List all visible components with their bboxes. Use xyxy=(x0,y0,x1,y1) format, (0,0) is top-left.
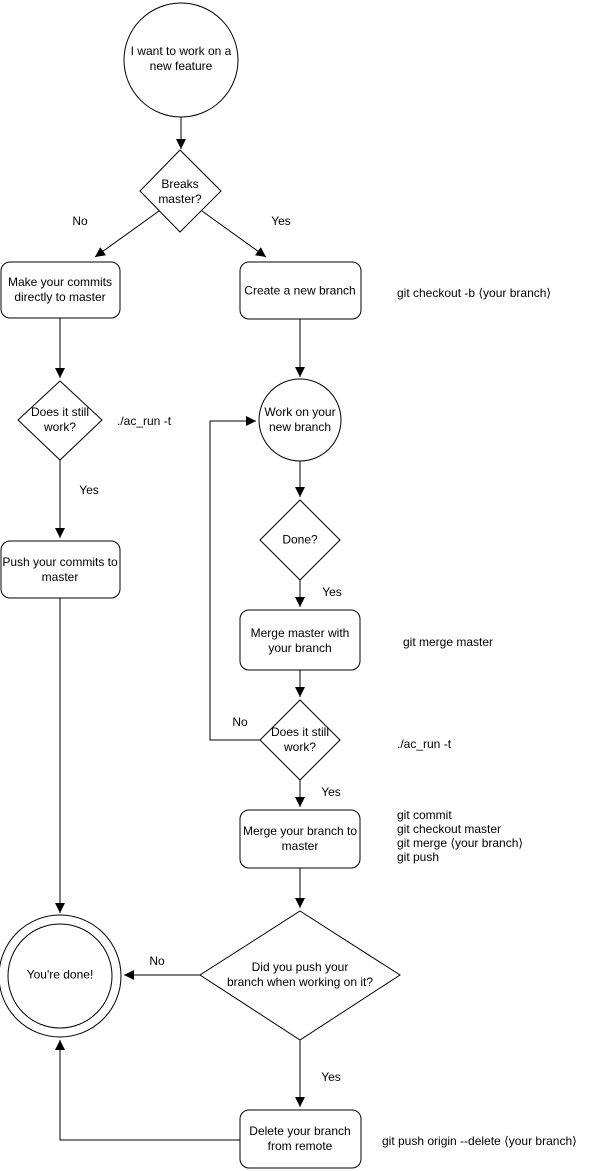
edge-breaks-yes-to-create-branch xyxy=(201,210,267,258)
edge-breaks-no-to-make-commits xyxy=(94,210,160,258)
edge-label-work-yes: Yes xyxy=(321,785,341,799)
does-work-left-label: Does it still work? xyxy=(30,405,89,434)
edge-label-loop-no: No xyxy=(232,715,248,729)
edge-label-push-yes: Yes xyxy=(321,1070,341,1084)
did-push-label: Did you push your branch when working on… xyxy=(226,960,374,989)
youre-done-outer-circle xyxy=(0,914,122,1038)
annotation-delete-remote-cmd: git push origin --delete ⟨your branch⟩ xyxy=(382,1134,577,1148)
annotation-test-right-cmd: ./ac_run -t xyxy=(397,737,452,751)
work-branch-label: Work on your new branch xyxy=(264,405,336,434)
edge-label-left-yes: Yes xyxy=(79,483,99,497)
edge-label-push-no: No xyxy=(149,954,165,968)
breaks-master-diamond xyxy=(139,149,222,233)
delete-remote-box xyxy=(239,1109,362,1169)
edge-label-done-yes: Yes xyxy=(322,585,342,599)
edge-does-work-no-loop-to-work-branch xyxy=(209,416,260,741)
annotation-merge-branch-cmds: git commit git checkout master git merge… xyxy=(397,808,524,864)
done-q-label: Done? xyxy=(282,532,318,547)
merge-master-label: Merge master with your branch xyxy=(250,626,350,655)
breaks-master-label: Breaks master? xyxy=(158,177,202,206)
youre-done-label: You're done! xyxy=(26,967,94,982)
make-commits-label: Make your commits directly to master xyxy=(7,275,113,304)
annotation-create-branch-cmd: git checkout -b ⟨your branch⟩ xyxy=(397,286,552,300)
start-node-label: I want to work on a new feature xyxy=(130,44,232,73)
annotation-merge-master-cmd: git merge master xyxy=(403,635,494,649)
delete-remote-label: Delete your branch from remote xyxy=(249,1124,351,1153)
edge-label-top-no: No xyxy=(72,214,88,228)
edge-label-top-yes: Yes xyxy=(271,214,291,228)
does-work-right-label: Does it still work? xyxy=(270,725,329,754)
annotation-test-left-cmd: ./ac_run -t xyxy=(117,414,172,428)
push-commits-label: Push your commits to master xyxy=(2,555,118,584)
youre-done-inner-circle xyxy=(7,923,113,1029)
edge-delete-remote-to-done xyxy=(55,1040,240,1141)
merge-branch-label: Merge your branch to master xyxy=(242,824,358,853)
create-branch-label: Create a new branch xyxy=(244,283,356,298)
